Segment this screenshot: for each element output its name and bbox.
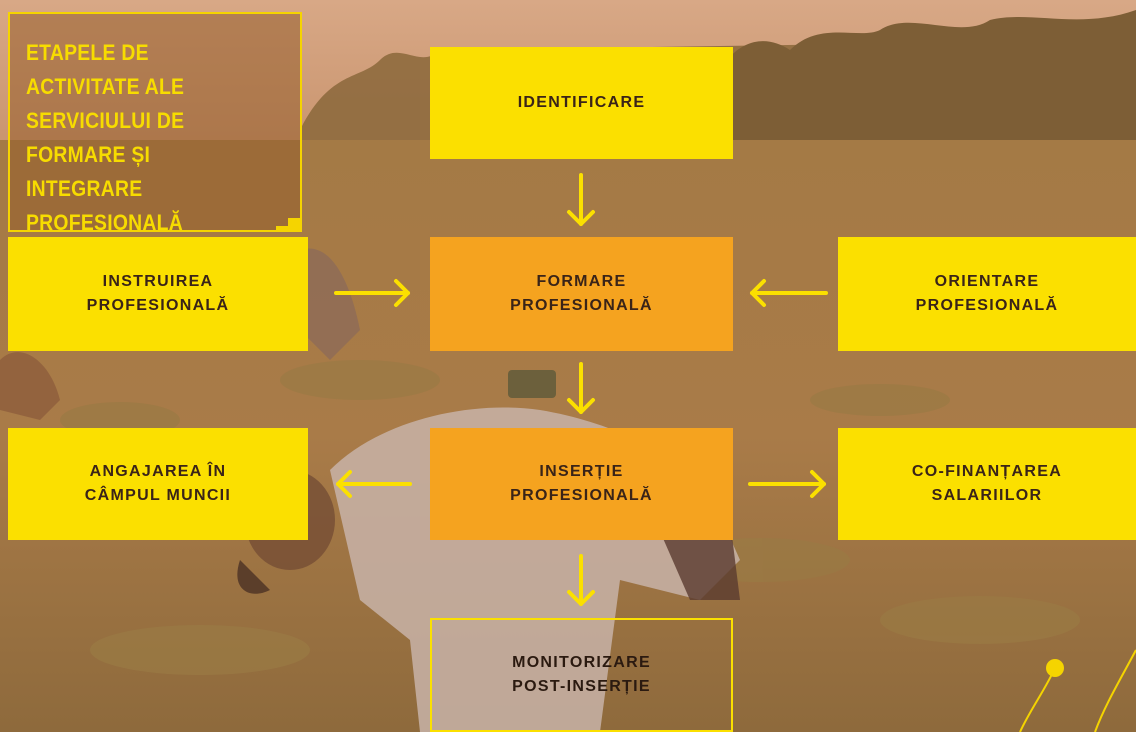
arrow-insertie-to-monitorizare xyxy=(567,554,595,606)
node-orientare: ORIENTARE PROFESIONALĂ xyxy=(838,237,1136,351)
node-orientare-label: ORIENTARE PROFESIONALĂ xyxy=(915,273,1059,314)
arrow-identificare-to-formare xyxy=(567,173,595,226)
arrow-insertie-to-angajarea xyxy=(336,470,412,498)
node-monitorizare: MONITORIZARE POST-INSERȚIE xyxy=(430,618,733,732)
arrow-formare-to-insertie xyxy=(567,362,595,414)
node-angajarea: ANGAJAREA ÎN CÂMPUL MUNCII xyxy=(8,428,308,540)
node-insertie: INSERȚIE PROFESIONALĂ xyxy=(430,428,733,540)
arrow-orientare-to-formare xyxy=(750,279,828,307)
node-monitorizare-label: MONITORIZARE POST-INSERȚIE xyxy=(512,654,651,695)
title-panel: ETAPELE DE ACTIVITATE ALE SERVICIULUI DE… xyxy=(8,12,302,235)
node-formare: FORMARE PROFESIONALĂ xyxy=(430,237,733,351)
arrow-instruirea-to-formare xyxy=(334,279,410,307)
node-instruirea-label: INSTRUIREA PROFESIONALĂ xyxy=(86,273,230,314)
arrow-insertie-to-cofinantarea xyxy=(748,470,826,498)
node-insertie-label: INSERȚIE PROFESIONALĂ xyxy=(510,463,653,504)
node-cofinantarea: CO-FINANȚAREA SALARIILOR xyxy=(838,428,1136,540)
node-instruirea: INSTRUIREA PROFESIONALĂ xyxy=(8,237,308,351)
node-formare-label: FORMARE PROFESIONALĂ xyxy=(510,273,653,314)
node-cofinantarea-label: CO-FINANȚAREA SALARIILOR xyxy=(911,463,1063,504)
title-corner-accent-2 xyxy=(276,226,288,232)
title-corner-accent xyxy=(288,218,302,232)
node-identificare-label: IDENTIFICARE xyxy=(517,94,646,111)
node-identificare: IDENTIFICARE xyxy=(430,47,733,159)
node-angajarea-label: ANGAJAREA ÎN CÂMPUL MUNCII xyxy=(84,463,232,504)
diagram-title: ETAPELE DE ACTIVITATE ALE SERVICIULUI DE… xyxy=(26,40,185,235)
